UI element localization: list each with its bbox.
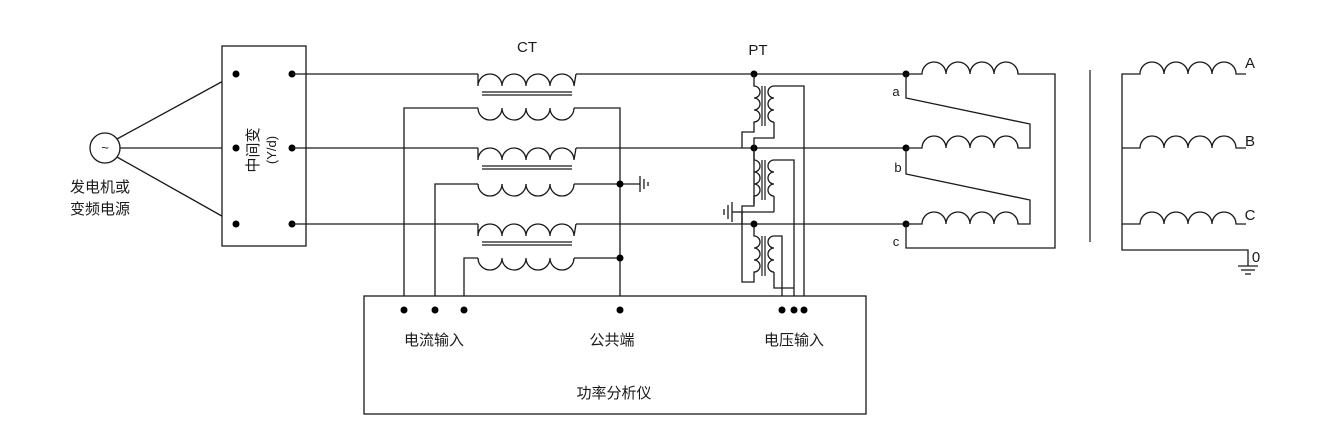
generator-tilde: ~ xyxy=(101,140,109,155)
pt-label: PT xyxy=(748,42,767,59)
terminal-0: 0 xyxy=(1252,249,1260,266)
winding-B xyxy=(1122,135,1246,149)
intermediate-transformer: 中间变 (Y/d) xyxy=(221,45,307,247)
source-label-line2: 变频电源 xyxy=(70,201,130,218)
source-label-line1: 发电机或 xyxy=(70,179,130,196)
analyzer-box xyxy=(363,295,867,415)
ct-c-primary xyxy=(477,223,577,237)
test-transformer-primary: a b c xyxy=(892,61,1056,249)
voltage-input-label: 电压输入 xyxy=(764,332,824,349)
terminal-A: A xyxy=(1245,55,1255,72)
ct-b-secondary xyxy=(477,183,575,197)
transformer-label: 中间变 xyxy=(245,127,262,172)
winding-a xyxy=(905,61,1056,249)
pt-2-primary xyxy=(741,148,761,224)
common-terminal-label: 公共端 xyxy=(589,332,634,349)
current-input-label: 电流输入 xyxy=(404,332,464,349)
winding-C xyxy=(1121,148,1246,225)
neutral-ground-icon xyxy=(1238,265,1258,275)
terminal-c: c xyxy=(893,234,900,249)
pt-3-primary xyxy=(741,212,761,283)
pt-1-secondary xyxy=(767,85,775,123)
pt-1-primary xyxy=(741,74,761,148)
phase-lines xyxy=(292,73,906,225)
pt-3-secondary xyxy=(767,235,775,273)
ct-b-primary xyxy=(477,147,577,161)
test-transformer-secondary: A B C 0 xyxy=(1121,55,1260,275)
ct-a-primary xyxy=(477,73,577,87)
ct-c-secondary xyxy=(477,257,575,271)
ct-group: CT xyxy=(403,39,649,310)
terminal-a: a xyxy=(892,84,900,99)
ct-a-secondary xyxy=(477,107,575,121)
winding-c xyxy=(905,148,1031,225)
power-analyzer: 电流输入 公共端 电压输入 功率分析仪 xyxy=(363,295,867,415)
pt-ground-icon xyxy=(723,202,742,222)
ct-ground-icon xyxy=(639,176,649,192)
ct-label: CT xyxy=(517,39,537,56)
winding-A xyxy=(1121,61,1246,148)
transformer-connection: (Y/d) xyxy=(264,136,279,164)
terminal-b: b xyxy=(894,160,901,175)
terminal-C: C xyxy=(1245,207,1256,224)
generator-source: ~ 发电机或 变频电源 xyxy=(70,73,237,225)
pt-2-secondary xyxy=(767,159,775,197)
terminal-B: B xyxy=(1245,133,1255,150)
winding-b xyxy=(905,74,1031,149)
power-analyzer-label: 功率分析仪 xyxy=(576,385,651,402)
pt-group: PT xyxy=(723,42,805,310)
